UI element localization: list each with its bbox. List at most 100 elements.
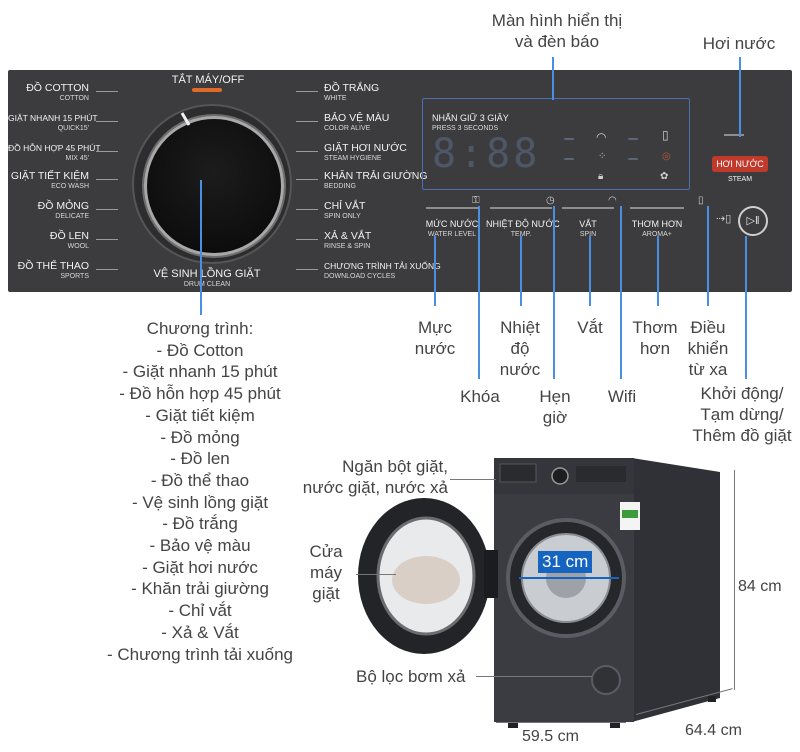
program-tick [296, 91, 318, 92]
program-tick [96, 239, 118, 240]
indicator-segment [628, 138, 638, 140]
button-bar-1 [426, 207, 478, 209]
drum-size-label: 31 cm [538, 551, 593, 573]
filter-annotation: Bộ lọc bơm xả [356, 667, 466, 686]
program-list-item: - Đồ hỗn hợp 45 phút [119, 384, 281, 404]
program-list: Chương trình: - Đồ Cotton- Giặt nhanh 15… [80, 318, 320, 665]
drum-clean-label: VỆ SINH LỒNG GIẶT DRUM CLEAN [153, 268, 261, 288]
program-tick [96, 151, 118, 152]
temperature-pointer-line [520, 236, 522, 306]
program-tick [96, 91, 118, 92]
machine-foot [508, 722, 518, 728]
indicator-segment [628, 158, 638, 160]
button-bar-2 [490, 207, 552, 209]
door-pointer-line [356, 574, 396, 575]
button-bar-3 [562, 207, 614, 209]
detergent-annotation: Ngăn bột giặt,nước giặt, nước xả [302, 457, 448, 497]
filter-pointer-line [476, 676, 592, 677]
start-annotation: Khởi động/Tạm dừng/Thêm đồ giặt [692, 384, 792, 445]
remote-pointer-line [707, 206, 709, 306]
detergent-drawer [499, 463, 537, 483]
drum-size-line [519, 577, 619, 579]
aroma-indicator-icon: ✿ [660, 171, 669, 182]
program-tick [296, 179, 318, 180]
start-pointer-line [745, 236, 747, 379]
water-level-pointer-line [434, 236, 436, 306]
display-screen [422, 98, 690, 190]
drain-filter [591, 665, 621, 695]
steam-button[interactable]: HƠI NƯỚC [712, 156, 768, 172]
spin-pointer-line [589, 236, 591, 306]
program-list-item: - Bảo vệ màu [149, 536, 251, 556]
start-pause-button[interactable]: ▷‖ [738, 206, 768, 236]
spin-annotation: Vắt [577, 318, 603, 337]
steam-indicator-icon: ⁘ [598, 151, 607, 162]
wifi-pointer-line [620, 206, 622, 379]
program-tick [96, 179, 118, 180]
program-list-item: - Đồ Cotton [156, 340, 244, 360]
error-indicator-icon: ◎ [662, 151, 671, 162]
program-list-item: - Giặt nhanh 15 phút [122, 362, 278, 382]
program-tick [296, 239, 318, 240]
indicator-segment [564, 138, 574, 140]
timer-icon: ◷ [546, 195, 555, 206]
program-list-item: - Khăn trải giường [131, 579, 269, 599]
lock-icon: ⚿ [472, 195, 480, 206]
depth-label: 64.4 cm [685, 722, 742, 739]
program-list-item: - Vệ sinh lồng giặt [131, 492, 269, 512]
program-tick [96, 269, 118, 270]
program-tick [296, 269, 318, 270]
program-list-title: Chương trình: [146, 319, 254, 338]
dial-off-marker [192, 88, 222, 92]
display-digits: 8:88 [432, 131, 541, 177]
program-tick [96, 121, 118, 122]
program-list-item: - Đồ trắng [162, 514, 238, 534]
program-list-item: - Đồ len [170, 449, 230, 469]
program-tick [96, 209, 118, 210]
machine-foot [610, 722, 620, 728]
program-list-item: - Giặt hơi nước [142, 557, 258, 577]
program-list-item: - Đồ thể thao [150, 470, 250, 490]
door-indicator-icon: ▯ [662, 128, 669, 142]
height-dimension-line [734, 470, 735, 690]
wifi-indicator-icon: ◠ [596, 130, 607, 144]
program-list-item: - Chỉ vắt [168, 601, 232, 621]
machine-foot [708, 696, 716, 702]
program-list-item: - Giặt tiết kiệm [145, 405, 255, 425]
width-label: 59.5 cm [522, 728, 579, 745]
wifi-annotation: Wifi [607, 387, 637, 406]
program-list-item: - Chương trình tải xuống [106, 644, 293, 664]
mini-display [576, 466, 626, 482]
steam-annotation: Hơi nước [702, 34, 776, 53]
energy-label-stripe [622, 510, 638, 518]
mini-dial [551, 467, 569, 485]
dial-pointer-line [200, 180, 202, 315]
display-hint: NHẤN GIỮ 3 GIÂY PRESS 3 SECONDS [432, 113, 509, 132]
display-pointer-line [552, 57, 554, 100]
program-list-item: - Xả & Vắt [161, 622, 239, 642]
door-hinge [484, 550, 498, 598]
detergent-pointer-line [450, 479, 496, 480]
program-dial[interactable] [144, 116, 284, 256]
steam-sub-label: STEAM [727, 176, 753, 183]
